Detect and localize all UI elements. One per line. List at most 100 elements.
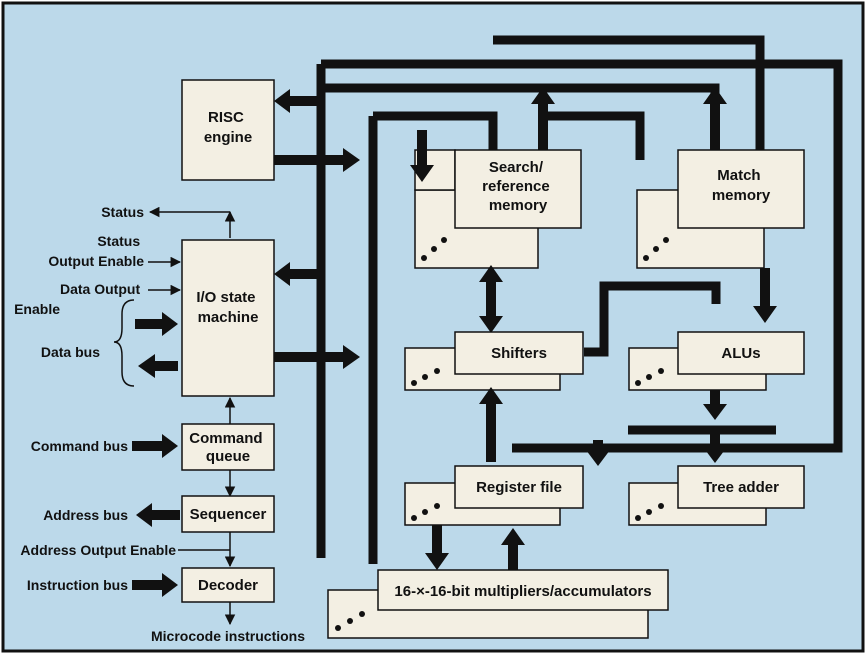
dot	[434, 368, 440, 374]
match-memory-line-2: memory	[712, 187, 771, 204]
io-in-arrow	[274, 262, 321, 286]
multipliers-label: 16-×-16-bit multipliers/accumulators	[394, 583, 651, 600]
shifters-block	[454, 331, 584, 375]
data-bus-label: Data bus	[41, 344, 100, 360]
risc-engine-block	[181, 79, 275, 181]
dot	[658, 368, 664, 374]
search-up-arrow	[531, 87, 555, 158]
fourth-bus-loop	[493, 35, 765, 160]
dot	[635, 515, 641, 521]
risc-out-arrow	[272, 148, 360, 172]
data-bus-in-arrow	[135, 312, 178, 336]
register-multiplier-arrow	[425, 525, 449, 570]
register-link-arrow	[586, 440, 610, 466]
sequencer-block	[181, 495, 275, 533]
search-shifter-arrow	[479, 265, 503, 333]
data-output-enable-label: Data Output Enable	[14, 281, 144, 317]
dot	[653, 246, 659, 252]
dot	[658, 503, 664, 509]
status-output-enable-line-2: Output Enable	[48, 253, 144, 269]
tree-adder-label: Tree adder	[703, 479, 779, 496]
dot	[663, 237, 669, 243]
shifters-label: Shifters	[491, 345, 547, 362]
io-state-machine-label: I/O state machine	[196, 289, 259, 326]
match-up-arrow	[703, 87, 727, 156]
register-file-label: Register file	[476, 479, 562, 496]
dot	[421, 255, 427, 261]
address-output-enable-label: Address Output Enable	[20, 542, 176, 558]
io-out-arrow	[272, 345, 360, 369]
dot	[434, 503, 440, 509]
match-memory-label: Match memory	[712, 167, 771, 204]
search-memory-line-3: memory	[489, 197, 548, 214]
dot	[411, 515, 417, 521]
address-bus-label: Address bus	[43, 507, 128, 523]
risc-engine-line-2: engine	[204, 129, 252, 146]
dot	[335, 625, 341, 631]
instruction-bus-arrow	[132, 573, 178, 597]
register-shifter-arrow	[479, 387, 503, 462]
match-alu-arrow	[753, 268, 777, 323]
data-output-enable-line-1: Data Output	[60, 281, 140, 297]
search-memory-block	[454, 149, 582, 229]
front-boxes	[181, 79, 805, 611]
alu-down-arrow	[703, 390, 727, 420]
microcode-instructions-label: Microcode instructions	[151, 628, 305, 644]
decoder-label: Decoder	[198, 577, 258, 594]
data-output-enable-line-2: Enable	[14, 301, 60, 317]
dot	[441, 237, 447, 243]
risc-engine-line-1: RISC	[208, 109, 244, 126]
dot	[359, 611, 365, 617]
io-state-machine-block	[181, 239, 275, 397]
io-state-machine-line-1: I/O state	[196, 289, 255, 306]
dot	[635, 380, 641, 386]
multiplier-register-arrow	[501, 528, 525, 570]
sequencer-label: Sequencer	[190, 506, 267, 523]
search-memory-line-2: reference	[482, 178, 550, 195]
status-output-enable-line-1: Status	[97, 233, 140, 249]
decoder-block	[181, 567, 275, 603]
alus-label: ALUs	[721, 345, 760, 362]
status-label: Status	[101, 204, 144, 220]
tree-down-arrow	[703, 430, 727, 463]
command-queue-line-2: queue	[206, 448, 250, 465]
data-bus-out-arrow	[138, 354, 178, 378]
block-labels: RISC engine I/O state machine Command qu…	[189, 109, 779, 600]
dot	[411, 380, 417, 386]
signal-labels: Status Status Output Enable Data Output …	[14, 204, 305, 644]
risc-in-arrow	[274, 89, 321, 113]
command-queue-label: Command queue	[189, 430, 267, 465]
bus-arrows	[132, 87, 777, 597]
shifter-alu-bus	[584, 281, 721, 357]
dot	[643, 255, 649, 261]
stack-dots	[335, 237, 669, 631]
match-memory-line-1: Match	[717, 167, 760, 184]
search-memory-label: Search/ reference memory	[482, 159, 554, 214]
multipliers-block	[377, 569, 669, 611]
instruction-bus-label: Instruction bus	[27, 577, 128, 593]
command-bus-arrow	[132, 434, 178, 458]
search-memory-line-1: Search/	[489, 159, 544, 176]
dot	[431, 246, 437, 252]
register-file-block	[454, 465, 584, 509]
command-bus-label: Command bus	[31, 438, 128, 454]
dot	[347, 618, 353, 624]
dot	[422, 509, 428, 515]
fifth-bus-loop	[548, 111, 645, 160]
status-output-enable-label: Status Output Enable	[48, 233, 144, 269]
third-bus-loop	[373, 111, 498, 160]
match-memory-block	[677, 149, 805, 229]
command-queue-block	[181, 423, 275, 471]
command-queue-line-1: Command	[189, 430, 262, 447]
io-state-machine-line-2: machine	[198, 309, 259, 326]
dot	[646, 509, 652, 515]
signal-lines	[148, 206, 236, 626]
alus-block	[677, 331, 805, 375]
tree-adder-block	[677, 465, 805, 509]
address-bus-arrow	[136, 503, 180, 527]
risc-engine-label: RISC engine	[204, 109, 252, 146]
data-bus-brace	[113, 299, 135, 387]
dot	[422, 374, 428, 380]
